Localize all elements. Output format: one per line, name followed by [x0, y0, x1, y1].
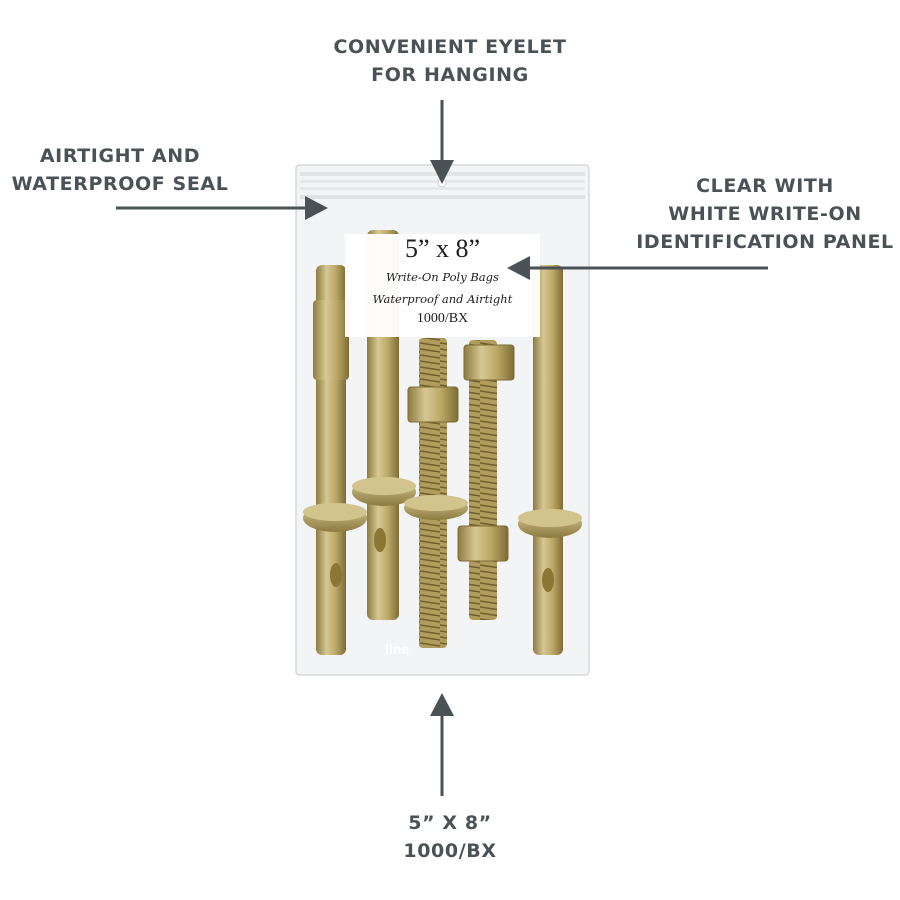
panel-line-1: Write-On Poly Bags	[386, 270, 499, 284]
anchor-bolt-3	[404, 338, 468, 648]
seal-callout-line-1: AIRTIGHT AND	[39, 145, 201, 167]
panel-title: 5” x 8”	[404, 234, 481, 263]
seal-callout-line-2: WATERPROOF SEAL	[11, 173, 229, 195]
anchor-bolt-5	[518, 265, 582, 655]
size-callout-line-2: 1000/BX	[403, 840, 497, 862]
eyelet-callout: CONVENIENT EYELET FOR HANGING	[300, 33, 600, 89]
eyelet	[437, 178, 447, 188]
panel-callout-line-2: WHITE WRITE-ON	[668, 203, 862, 225]
panel-line-3: 1000/BX	[416, 311, 469, 326]
anchor-bolt-4	[457, 340, 515, 620]
size-callout: 5” x 8” 1000/BX	[340, 809, 560, 865]
panel-callout: CLEAR WITH WHITE WRITE-ON IDENTIFICATION…	[630, 172, 900, 256]
panel-callout-line-3: IDENTIFICATION PANEL	[636, 231, 894, 253]
bag-brand-mark: line	[385, 641, 410, 657]
zip-seal	[300, 195, 585, 199]
seal-callout: AIRTIGHT AND WATERPROOF SEAL	[0, 142, 240, 198]
size-callout-line-1: 5” x 8”	[408, 812, 492, 834]
panel-line-2: Waterproof and Airtight	[372, 292, 513, 306]
panel-callout-line-1: CLEAR WITH	[696, 175, 834, 197]
eyelet-callout-line-1: CONVENIENT EYELET	[333, 36, 567, 58]
write-on-panel	[345, 234, 540, 337]
anchor-bolt-1	[303, 265, 367, 655]
eyelet-callout-line-2: FOR HANGING	[371, 64, 529, 86]
